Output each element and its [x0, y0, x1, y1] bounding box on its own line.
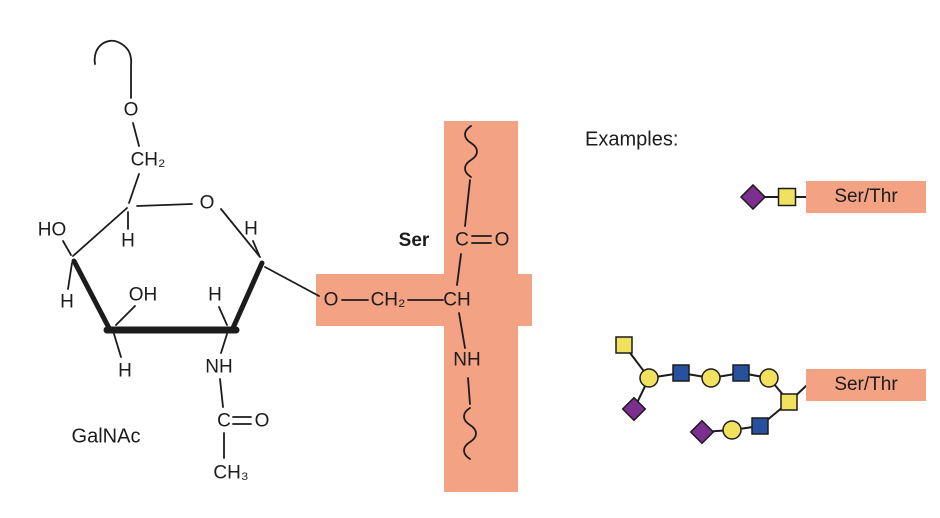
- glycan-example1-purple-diamond-icon: [739, 183, 767, 211]
- glycan-example2-yellow-square-icon: [615, 336, 633, 354]
- atom-o-carbonyl: O: [494, 229, 510, 251]
- glycan-example2-yellow-circle-icon: [759, 368, 779, 388]
- glycan-example1-yellow-square-icon: [777, 187, 797, 207]
- atom-o-acetyl: O: [254, 410, 270, 432]
- atom-o-glycosidic-top: O: [123, 99, 139, 121]
- atom-h-c2: H: [208, 284, 222, 306]
- atom-c-acetyl: C: [217, 410, 231, 432]
- atom-ch3-acetyl: CH₃: [213, 462, 249, 484]
- atom-o-linkage: O: [323, 289, 339, 311]
- serthr-box-example2: Ser/Thr: [806, 369, 926, 401]
- glycan-example2-blue-square-icon: [732, 364, 750, 382]
- glycan-example2-blue-square-icon: [672, 364, 690, 382]
- glycan-example2-yellow-circle-icon: [701, 368, 721, 388]
- atom-ch2-c6: CH₂: [130, 149, 166, 171]
- atom-nh-acetyl: NH: [205, 356, 233, 378]
- atom-h-c1: H: [244, 218, 258, 240]
- atom-ch-alpha: CH: [443, 289, 471, 311]
- backbone-squiggle-top: [464, 125, 478, 178]
- serthr-box-example1: Ser/Thr: [806, 181, 926, 213]
- atom-ch2-serine: CH₂: [370, 289, 406, 311]
- atom-nh-amide: NH: [453, 349, 481, 371]
- backbone-squiggle-bottom: [463, 407, 477, 460]
- atom-ho-c4: HO: [37, 219, 67, 241]
- atom-c-carbonyl: C: [455, 229, 469, 251]
- glycan-example2-purple-diamond-icon: [621, 396, 647, 422]
- glycan-example2-yellow-circle-icon: [639, 368, 659, 388]
- glycan-example2-purple-diamond-icon: [689, 419, 715, 445]
- atom-h-c5: H: [121, 230, 135, 252]
- glycan-example2-blue-square-icon: [751, 417, 769, 435]
- residue-label: Ser: [398, 230, 430, 251]
- atom-h-c3: H: [118, 360, 132, 382]
- polymer-continuation-curve: [93, 39, 133, 99]
- atom-oh-c3: OH: [128, 284, 158, 306]
- molecule-label: GalNAc: [71, 425, 141, 448]
- glycan-example2-yellow-circle-icon: [722, 420, 742, 440]
- examples-title: Examples:: [585, 128, 679, 151]
- atom-ring-oxygen: O: [199, 192, 215, 214]
- glycan-example2-yellow-square-icon: [780, 393, 798, 411]
- atom-h-c4: H: [60, 291, 74, 313]
